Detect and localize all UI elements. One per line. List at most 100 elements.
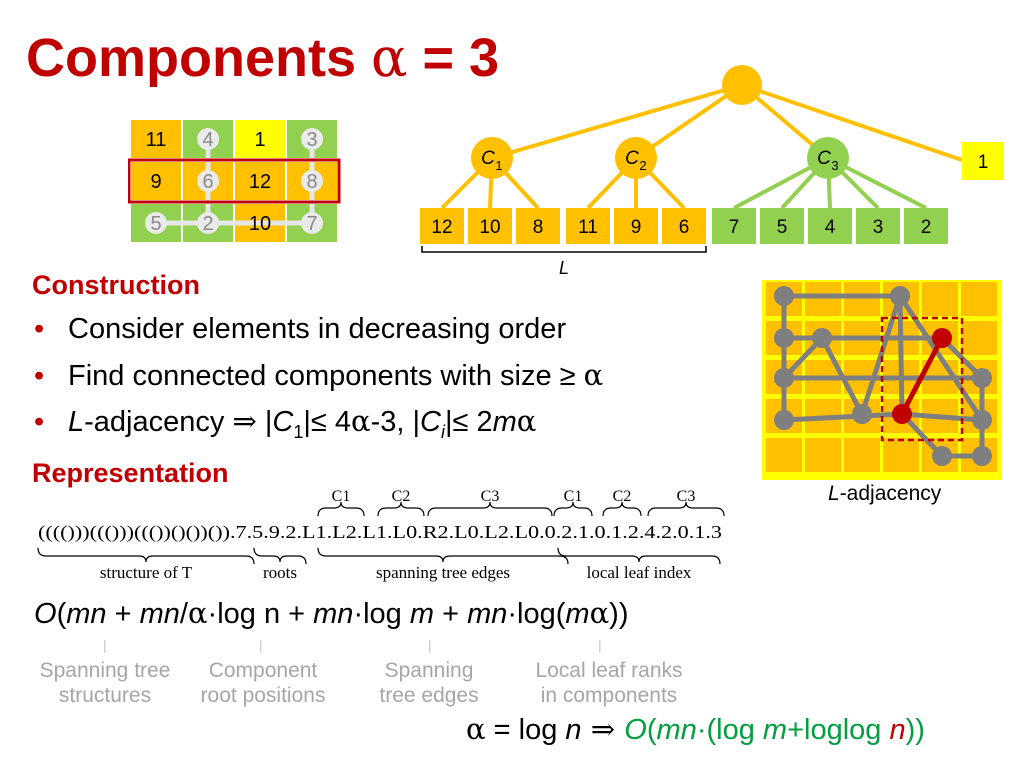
adj-node (972, 446, 992, 466)
grid-value: 8 (306, 171, 317, 193)
tick-4: | (598, 637, 602, 653)
bottom-label-roots: roots (263, 563, 297, 582)
grid-value: 10 (249, 213, 271, 235)
grid-value: 4 (202, 129, 213, 151)
adj-edge (859, 295, 903, 415)
tick-3: | (428, 637, 432, 653)
adj-cell (766, 438, 802, 472)
adj-edge (783, 411, 903, 423)
single-leaf-value: 1 (978, 152, 989, 173)
leaf-node (420, 208, 464, 244)
encoding-string: (((()))((()))((())()())()).7.5.9.2.L1.L2… (38, 522, 722, 542)
bullet-2: •Find connected components with size ≥ α (34, 358, 604, 392)
adj-cell (844, 438, 880, 472)
grid-cell (131, 120, 181, 158)
construction-heading: Construction (32, 270, 200, 300)
grid-value: 1 (254, 129, 265, 151)
tree-edge (741, 83, 963, 162)
adj-cell (883, 438, 919, 472)
leaf-node (662, 208, 706, 244)
leaf-value: 10 (479, 217, 500, 238)
adj-edge (897, 294, 985, 422)
representation-heading: Representation (32, 458, 229, 488)
grid-cell (235, 120, 285, 158)
leaf-value: 2 (921, 217, 932, 238)
highlight-row (128, 158, 341, 204)
grid-value: 9 (150, 171, 161, 193)
leaf-value: 5 (777, 217, 788, 238)
slide-title: Components α = 3 (26, 26, 500, 89)
leaf-value: 11 (578, 217, 598, 238)
l-window (880, 316, 964, 442)
grid-value: 12 (249, 171, 271, 193)
top-label-c3: C3 (481, 488, 500, 505)
adj-edge (901, 411, 983, 423)
grid-node (301, 170, 323, 192)
leaf-value: 3 (873, 217, 884, 238)
grid-value: 7 (306, 213, 317, 235)
adj-highlight-node (932, 328, 952, 348)
leaf-node (856, 208, 900, 244)
leaf-node (712, 208, 756, 244)
bottom-label-edges: spanning tree edges (376, 563, 510, 582)
bullet-3: •L-adjacency ⇒ |C1|≤ 4α-3, |Ci|≤ 2mα (34, 404, 537, 442)
root-node (722, 65, 762, 105)
tick-2: | (259, 637, 263, 653)
leaf-value: 9 (631, 217, 642, 238)
l-bracket (421, 246, 707, 253)
grid-value: 2 (202, 213, 213, 235)
grid-node (301, 128, 323, 150)
component-subscript: 1 (495, 158, 502, 173)
bottom-label-leaf-index: local leaf index (587, 563, 692, 582)
adj-cell (922, 282, 958, 316)
component-subscript: 3 (831, 158, 838, 173)
adj-node (812, 328, 832, 348)
top-label-c1: C1 (332, 488, 351, 505)
grid-value: 6 (202, 171, 213, 193)
tick-1: | (103, 637, 107, 653)
adj-node (774, 368, 794, 388)
grid-node (197, 128, 219, 150)
leaf-value: 8 (533, 217, 544, 238)
top-label-c2b: C2 (613, 488, 632, 505)
adj-highlight-node (892, 404, 912, 424)
top-label-c3b: C3 (677, 488, 696, 505)
leaf-node (808, 208, 852, 244)
leaf-node (614, 208, 658, 244)
grid-node (145, 212, 167, 234)
component-node (615, 137, 657, 179)
leaf-node (516, 208, 560, 244)
leaf-value: 12 (431, 217, 452, 238)
single-leaf (962, 142, 1004, 180)
component-label: C (481, 148, 495, 169)
bullet-1: •Consider elements in decreasing order (34, 313, 567, 345)
grid-cell (131, 162, 181, 200)
top-braces (317, 501, 725, 517)
space-formula: O(mn + mn/α·log n + mn·log m + mn·log(mα… (34, 596, 629, 630)
component-label: C (625, 148, 639, 169)
component-label: C (817, 148, 831, 169)
leaf-value: 6 (679, 217, 690, 238)
adj-node (774, 410, 794, 430)
grid-node (197, 212, 219, 234)
adj-cell (805, 438, 841, 472)
leaf-value: 7 (729, 217, 740, 238)
leaf-node (468, 208, 512, 244)
component-node (471, 137, 513, 179)
conclusion-formula: α = log n ⇒ O(mn·(log m+loglog n)) (466, 712, 925, 746)
encoding-string-figure: C1 C2 C3 C1 C2 C3 (((()))((()))((())()()… (37, 488, 725, 582)
top-label-c2: C2 (392, 488, 411, 505)
adj-node (932, 446, 952, 466)
adj-cell (961, 282, 997, 316)
component-subscript: 2 (639, 158, 646, 173)
adj-node (852, 404, 872, 424)
top-label-c1b: C1 (564, 488, 583, 505)
component-node (807, 137, 849, 179)
adj-cell (844, 282, 880, 316)
leaf-node (760, 208, 804, 244)
